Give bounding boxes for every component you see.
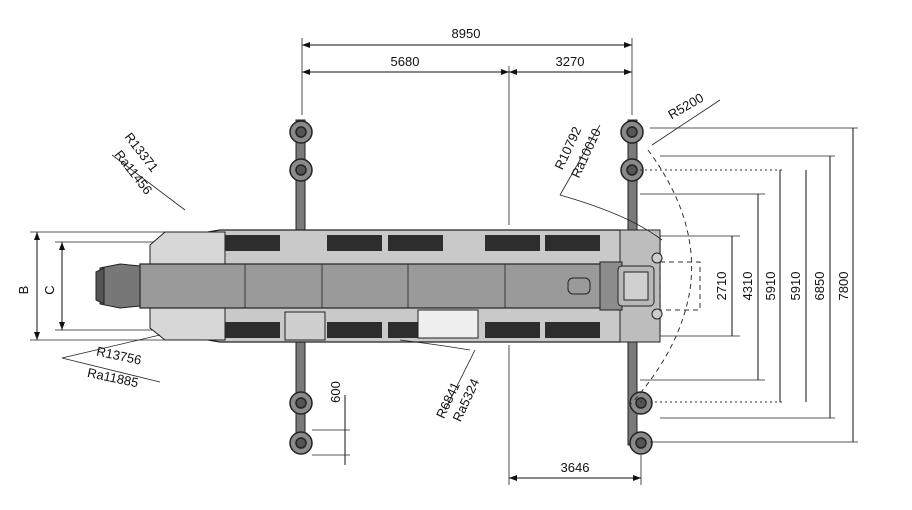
dim-rear-section: 3270: [556, 54, 585, 69]
dim-label-c: C: [42, 285, 57, 294]
top-dimension-lines: [301, 38, 633, 225]
left-width-dimensions: [30, 231, 170, 341]
dim-5910-b: 5910: [788, 272, 803, 301]
dim-label-b: B: [16, 286, 31, 295]
label-r-front-bottom: R13756: [95, 344, 143, 368]
radius-leaders: [61, 99, 721, 411]
dim-5910-a: 5910: [763, 272, 778, 301]
dim-2710: 2710: [714, 272, 729, 301]
crane-chassis: [95, 229, 701, 343]
dim-7800: 7800: [836, 272, 851, 301]
dim-rear-offset: 3646: [561, 460, 590, 475]
label-r-tail: R5200: [665, 90, 706, 122]
dim-front-section: 5680: [391, 54, 420, 69]
turning-arcs: [399, 149, 693, 406]
right-width-dimensions: [640, 127, 858, 443]
dim-6850: 6850: [812, 272, 827, 301]
outrigger-pads: [289, 120, 653, 455]
label-ra-front-bottom: Ra11885: [86, 365, 140, 390]
dim-4310: 4310: [740, 272, 755, 301]
dim-overall-length: 8950: [452, 26, 481, 41]
dim-outrigger-pad: 600: [328, 381, 343, 403]
bottom-dimension-lines: [312, 345, 642, 485]
